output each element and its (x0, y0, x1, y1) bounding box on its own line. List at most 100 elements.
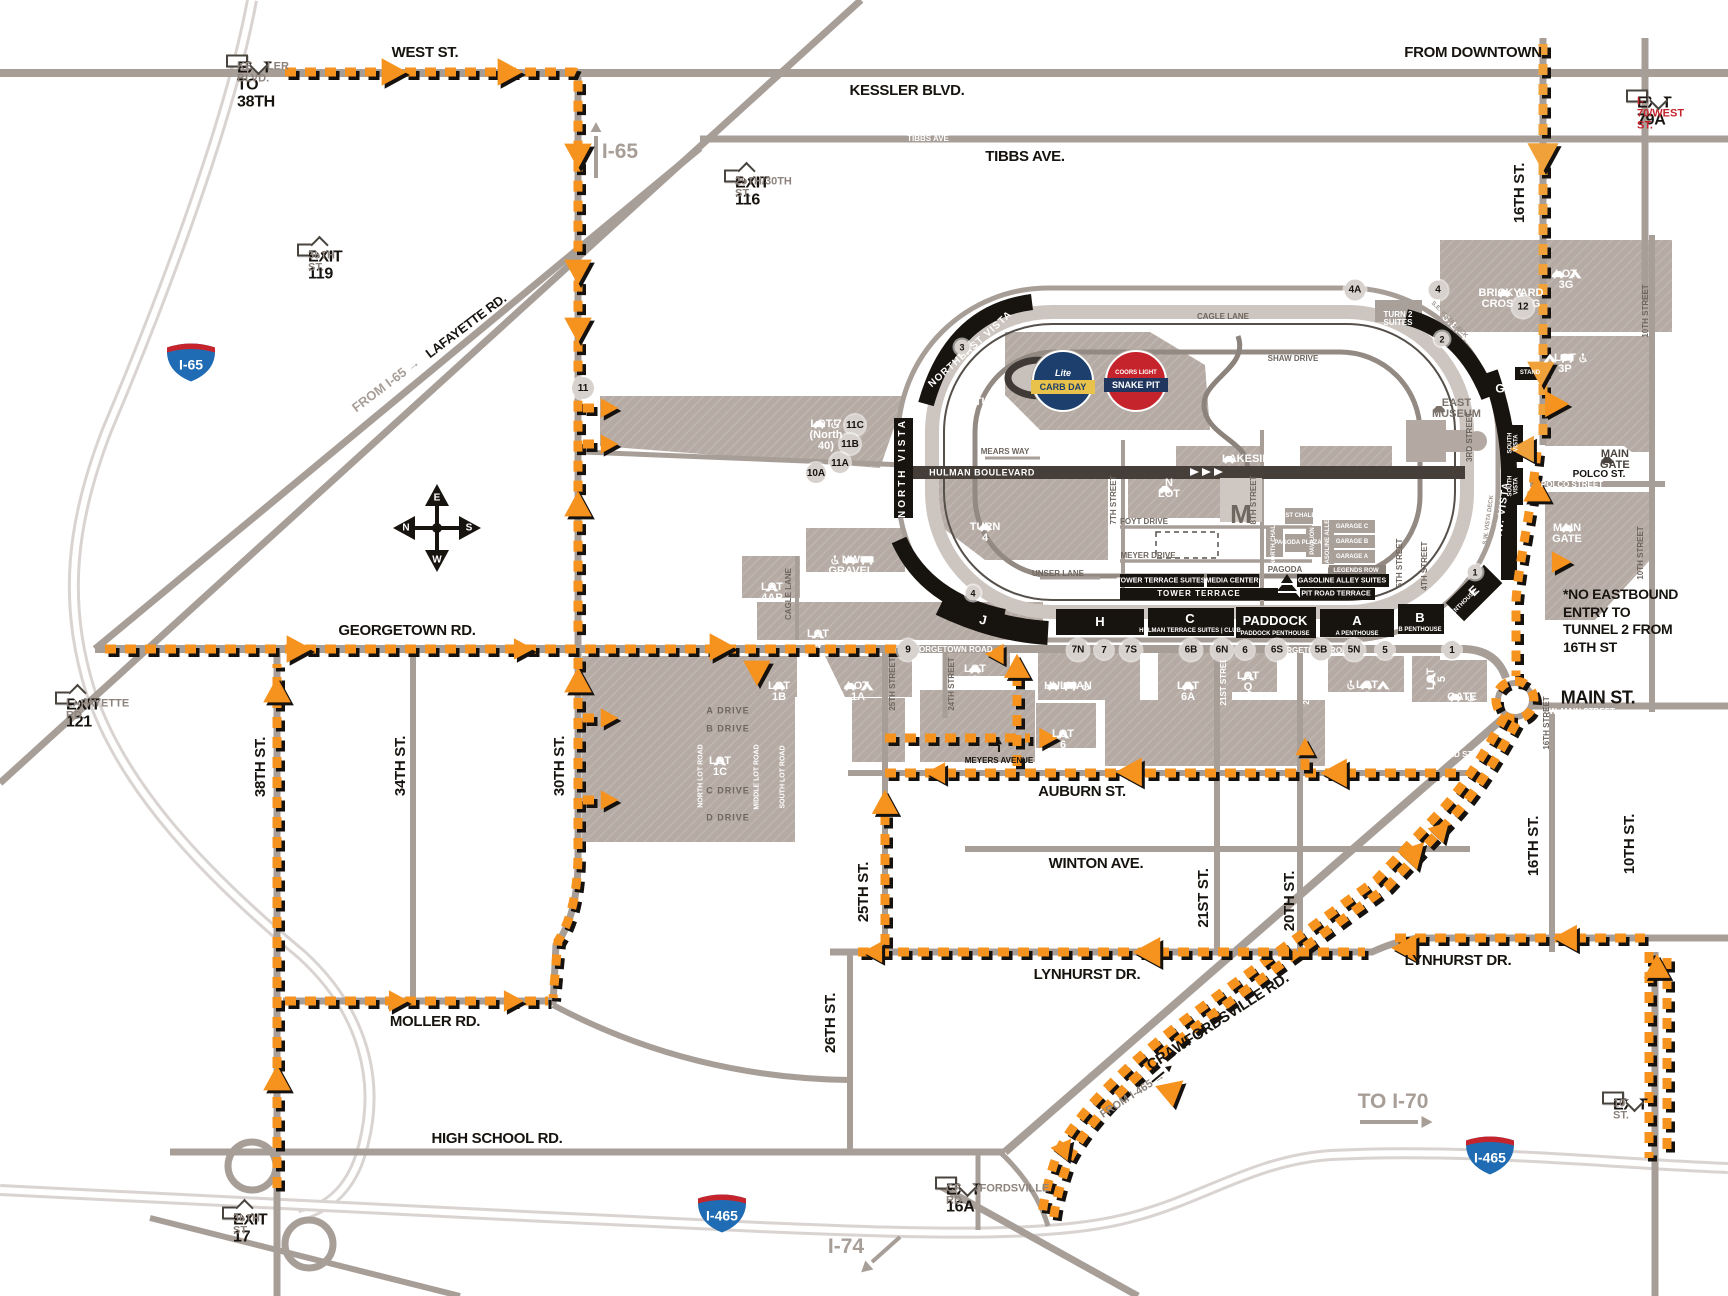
snake-pit-title: SNAKE PIT (1104, 378, 1168, 392)
carb-day-title: CARB DAY (1031, 380, 1095, 394)
moller-rd-label: MOLLER RD. (389, 1013, 481, 1031)
hulman-boulevard-label: HULMAN BOULEVARD (929, 467, 1035, 478)
lot-name: LOT 1B (768, 680, 790, 703)
garage-c-label: GARAGE C (1335, 523, 1369, 530)
route-arrow (263, 1065, 291, 1091)
snake-pit-brand: COORS LIGHT (1115, 370, 1157, 376)
tibbs-ave-road-label: TIBBS AVE (907, 133, 949, 143)
cord-st-road-label: CORD ST. (1436, 749, 1474, 759)
stand-b-label: B (1415, 610, 1425, 626)
compass-north: N (402, 522, 410, 534)
shield-number: I-465 (1474, 1150, 1506, 1166)
stand-a-label: A (1352, 613, 1362, 629)
exit-callout-title: EXIT 116 (735, 174, 770, 209)
stand-h-label: H (1095, 614, 1105, 630)
lot-name: MAIN GATE (1600, 448, 1630, 471)
lot-name: LOT 5 (1425, 668, 1448, 690)
gate-circle: 6S (1266, 639, 1288, 661)
tower-terrace-suites-label: TOWER TERRACE SUITES (1116, 577, 1206, 585)
cagle-lane-label: CAGLE LANE (1197, 311, 1249, 321)
lot-name: LOT 3G (1555, 268, 1577, 291)
seventh-street-label: 7TH STREET (1108, 475, 1118, 525)
wayfinding-arrows (393, 122, 1433, 1277)
from-downtown-label: FROM DOWNTOWN (1404, 44, 1542, 62)
lot-name: NW GRAVEL (828, 554, 874, 577)
lot-name: N LOT (1158, 477, 1180, 500)
gate-circle: 4A (1344, 279, 1366, 301)
gate-circle: 6N (1211, 639, 1233, 661)
interstate-shield: I-465 (694, 1189, 750, 1240)
thirtieth-st-label: 30TH ST. (551, 735, 569, 797)
route-dashes: M285,72 H574 Q578,72 578,76 V640 (285, 67, 583, 640)
lot-name: LOT Q (1237, 670, 1259, 693)
gate-circle: 5 (1376, 641, 1394, 659)
shield-number: I-65 (179, 357, 203, 373)
tenth-street-road-label-south: 10TH STREET (1635, 526, 1645, 580)
tibbs-ave-label: TIBBS AVE. (985, 148, 1065, 166)
sixteenth-st-label-south: 16TH ST. (1525, 815, 1543, 877)
georgetown-rd-label: GEORGETOWN RD. (338, 622, 476, 640)
interstate-shield: I-465 (1462, 1131, 1518, 1182)
route-dashes: M578,658 V852 Q578,910 558,941 L553,998 (552, 661, 586, 1002)
b-drive-label: B DRIVE (706, 723, 750, 734)
twenty-fifth-street-road-label: 25TH STREET (887, 657, 897, 711)
stand-label: STAND (1519, 369, 1541, 376)
route-dashes: M1537,452 C1530,520 1519,560 1516,600 V6… (1511, 451, 1542, 676)
twentieth-street-road-label: 20TH STREET (1301, 651, 1311, 705)
route-dashes: M1515,681 a19,19 0 1 1 -0.1,0 (1494, 680, 1542, 727)
lot-name: LOT 8 (964, 663, 986, 686)
gate-circle: 12 (1512, 296, 1534, 318)
lot-name: LOT 6 (1052, 728, 1074, 751)
lot-name: LOT 4 (807, 628, 829, 651)
route-arrow (871, 789, 899, 814)
c-drive-label: C DRIVE (706, 785, 750, 796)
media-center-label: MEDIA CENTER (1205, 577, 1259, 585)
pit-road-terrace-label: PIT ROAD TERRACE (1301, 590, 1371, 598)
lot-name: MAIN GATE (1552, 522, 1582, 545)
gate-circle: 10A (806, 463, 826, 483)
gate-circle: 11B (840, 434, 860, 454)
lot-name: LOT 4AP (761, 581, 783, 604)
twenty-fifth-st-label: 25TH ST. (855, 861, 873, 923)
lot-name: EAST MUSEUM (1432, 397, 1481, 420)
west-st-label: WEST ST. (391, 44, 459, 62)
gate-circle: 1 (1443, 641, 1461, 659)
twenty-fourth-street-road-label: 24TH STREET (946, 657, 956, 711)
exit-callout: EXIT10TH ST. (1602, 1091, 1648, 1122)
cagle-lane-label-vertical: CAGLE LANE (783, 568, 793, 620)
accessible-icon (1345, 680, 1356, 690)
lot-name: LOT 3P (1554, 352, 1576, 375)
exit-callout-subtitle: 38TH ST. (233, 1212, 260, 1237)
grandstands (891, 294, 1545, 645)
twenty-first-st-label: 21ST ST. (1195, 868, 1213, 928)
gate-circle: 11A (830, 453, 850, 473)
i65-direction-label: I-65 (601, 139, 639, 163)
route-arrow (1552, 924, 1577, 952)
exit-callout-title: EXIT 17 (233, 1211, 268, 1246)
polco-street-road-label: POLCO STREET (1540, 479, 1604, 489)
accessible-icon (1577, 353, 1588, 363)
east-chalet-label: EAST CHALET (1277, 512, 1319, 519)
interstate-shield: I-65 (163, 338, 219, 389)
mears-way-label: MEARS WAY (980, 446, 1030, 456)
pagoda-plaza-label: PAGODA PLAZA (1274, 539, 1322, 546)
b-penthouse-label: B PENTHOUSE (1398, 626, 1442, 633)
paddock-penthouse-label: PADDOCK PENTHOUSE (1240, 630, 1310, 637)
lot-name: BRICKYARD CROSSING (1478, 287, 1544, 310)
garage-b-label: GARAGE B (1335, 538, 1369, 545)
gate-circle: 1 (1467, 564, 1483, 580)
gate-circle: 3 (954, 339, 970, 355)
gate-circle: 4 (1428, 280, 1448, 300)
route-arrow (263, 677, 291, 703)
tunnel-note: *NO EASTBOUND ENTRY TO TUNNEL 2 FROM 16T… (1563, 586, 1679, 655)
to-i70-label: TO I-70 (1357, 1089, 1429, 1113)
georgetown-road-label: GEORGETOWN ROAD (907, 644, 993, 654)
w-main-street-road-label: W. MAIN STREET (1549, 706, 1615, 716)
north-vista-stand: NORTH VISTA (896, 417, 908, 519)
polco-st-label: POLCO ST. (1572, 468, 1626, 480)
badge-carb-day: Lite CARB DAY (1031, 350, 1095, 412)
exit-callout-subtitle: I-70/WEST ST. (1637, 95, 1685, 132)
